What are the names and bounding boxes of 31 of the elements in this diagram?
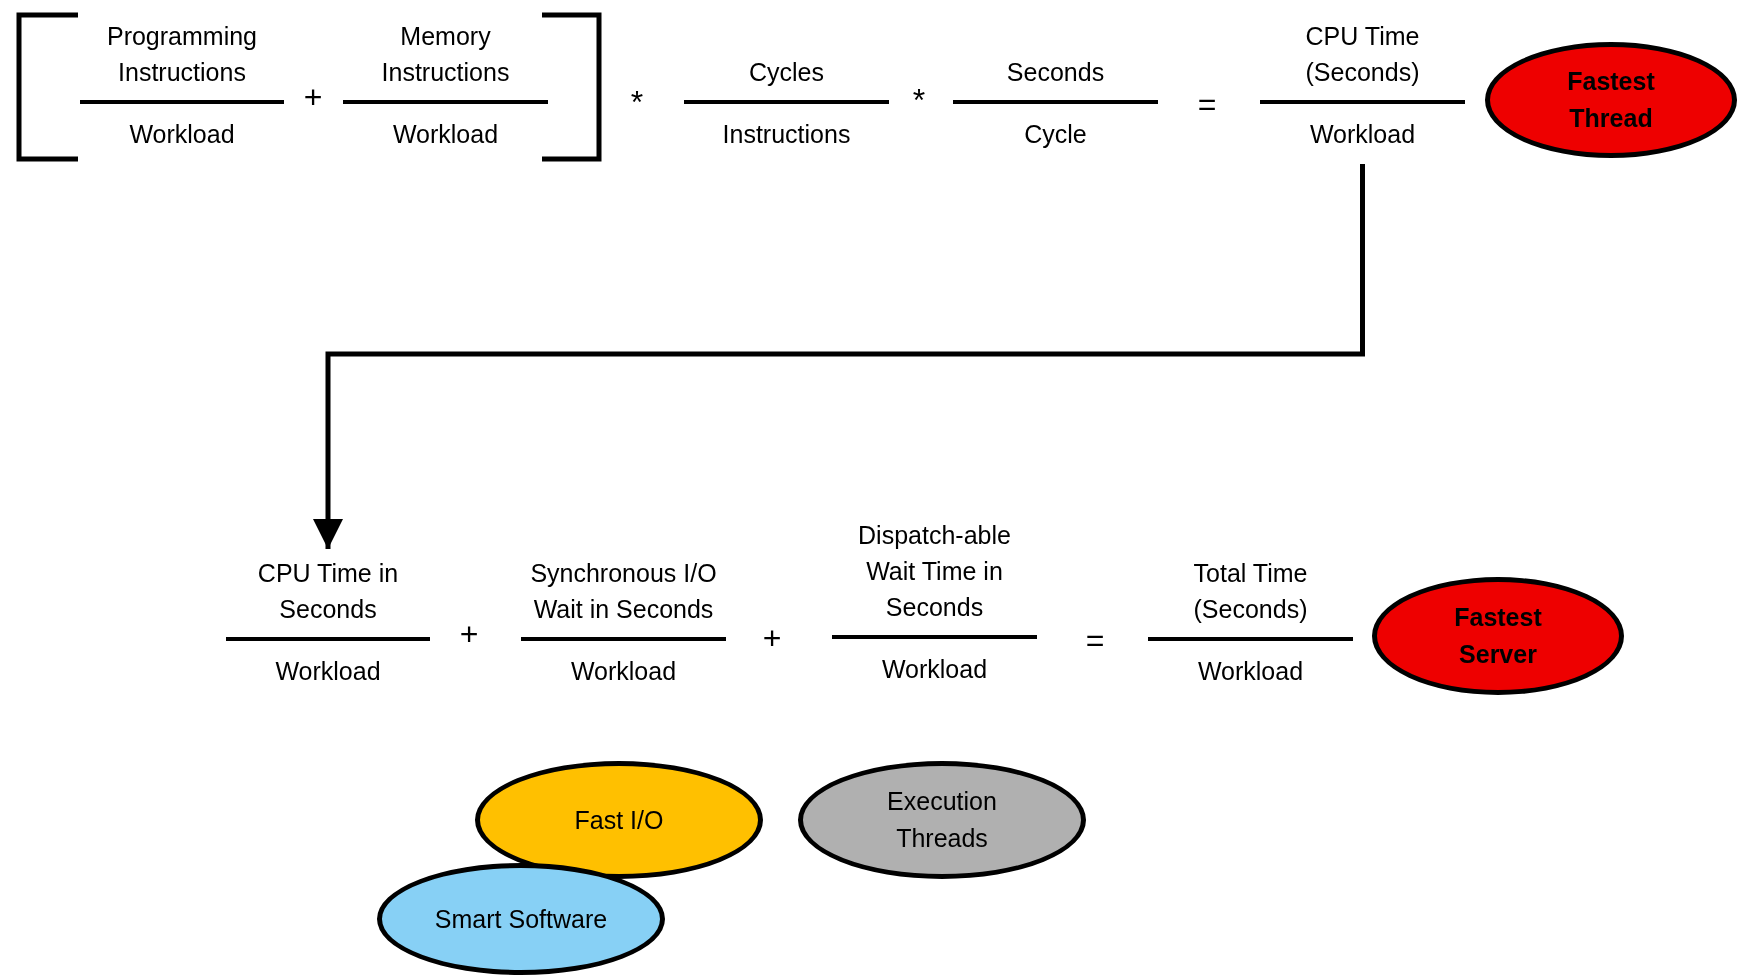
node-label: Execution Threads (886, 786, 998, 854)
operator-symbol: * (630, 86, 644, 118)
node-label: Smart Software (434, 903, 608, 935)
denominator-text: Workload (275, 656, 381, 687)
numerator-text: Total Time (Seconds) (1192, 558, 1309, 625)
numerator-text: Memory Instructions (380, 21, 511, 88)
operator-symbol: + (762, 622, 782, 654)
denominator-text: Workload (881, 654, 988, 685)
operator-symbol: * (912, 84, 926, 116)
denominator-text: Workload (392, 119, 499, 150)
numerator-text: Synchronous I/O Wait in Seconds (529, 558, 718, 625)
node-label: Fastest Server (1453, 602, 1543, 670)
denominator-text: Workload (1309, 119, 1416, 150)
operator-symbol: = (1085, 624, 1105, 656)
denominator-text: Instructions (722, 119, 851, 150)
denominator-text: Cycle (1024, 119, 1087, 150)
denominator-text: Workload (1197, 656, 1304, 687)
numerator-text: Programming Instructions (105, 21, 259, 88)
numerator-text: CPU Time in Seconds (256, 558, 400, 625)
denominator-text: Workload (570, 656, 677, 687)
operator-symbol: + (459, 618, 479, 650)
numerator-text: CPU Time (Seconds) (1304, 21, 1421, 88)
arrow (313, 164, 1365, 549)
denominator-text: Workload (129, 119, 235, 150)
operator-symbol: + (303, 81, 323, 113)
numerator-text: Seconds (1006, 57, 1105, 88)
node-label: Fast I/O (574, 804, 664, 836)
node-label: Fastest Thread (1566, 66, 1656, 134)
operator-symbol: = (1197, 88, 1217, 120)
numerator-text: Cycles (749, 57, 824, 88)
numerator-text: Dispatch-able Wait Time in Seconds (857, 520, 1012, 623)
